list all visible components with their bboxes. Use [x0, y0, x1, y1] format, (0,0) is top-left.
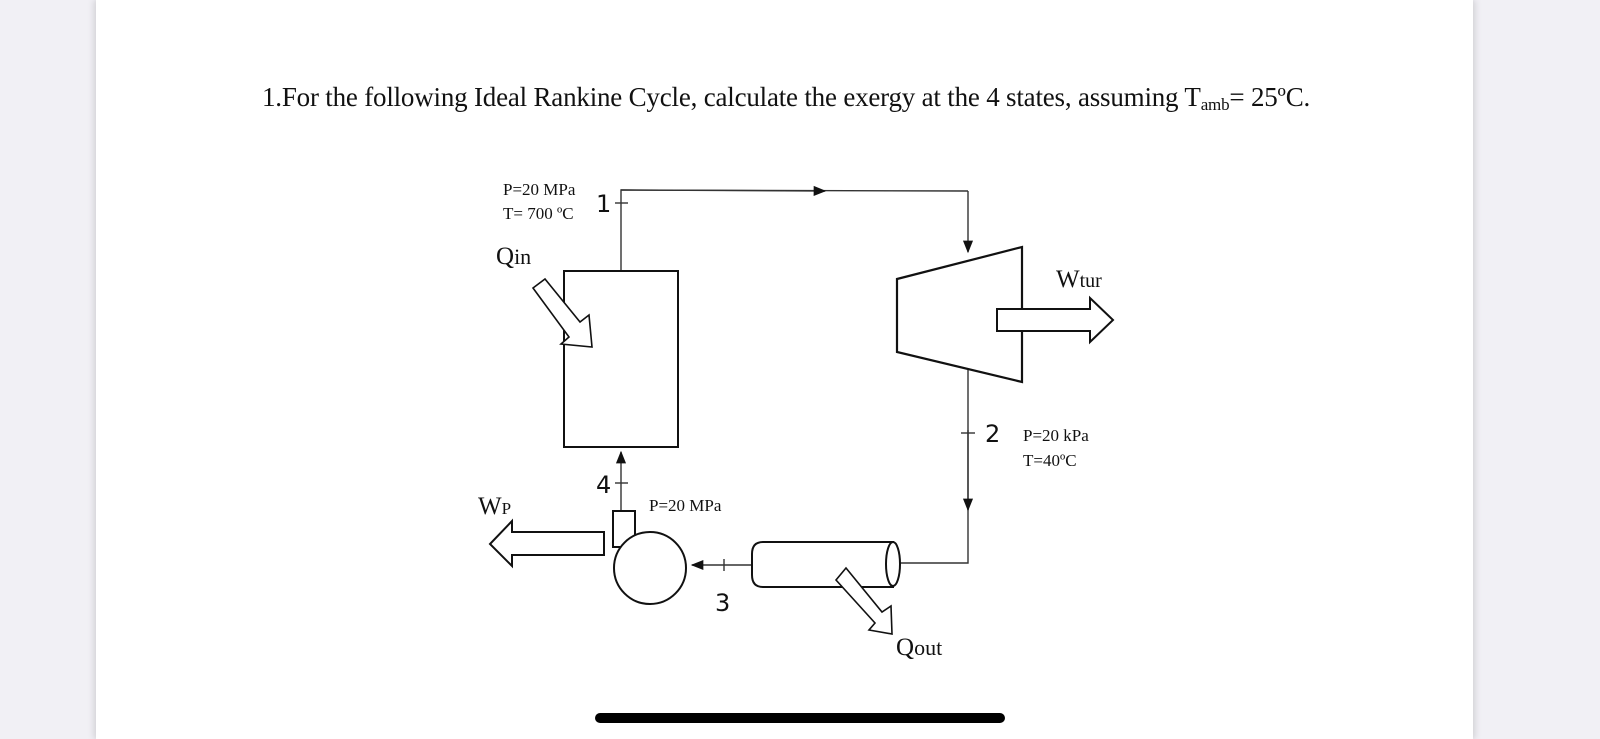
pump-work-arrow-icon [488, 518, 605, 569]
state-2-number: 2 [985, 420, 1000, 448]
pipe-1-to-turbine [620, 189, 969, 270]
question-suffix: = 25ºC. [1229, 82, 1311, 112]
home-indicator[interactable] [595, 713, 1005, 723]
state-4-pressure: P=20 MPa [649, 496, 722, 515]
state-4-number: 4 [596, 471, 611, 499]
question-text: 1.For the following Ideal Rankine Cycle,… [262, 82, 1310, 115]
state-1-number: 1 [596, 190, 611, 218]
pump-work-label: WP [478, 493, 511, 520]
document-page [96, 0, 1473, 739]
heat-out-label: Qout [896, 634, 942, 661]
state-2-temperature: T=40ºC [1023, 451, 1077, 470]
state-3-number: 3 [715, 589, 730, 617]
condenser [751, 541, 901, 588]
state-1-temperature: T= 700 ºC [503, 204, 574, 223]
state-2-pressure: P=20 kPa [1023, 426, 1089, 445]
turbine-work-label: Wtur [1056, 266, 1102, 293]
boiler [563, 270, 679, 448]
turbine-work-arrow-icon [996, 295, 1115, 345]
flow-arrow-top [620, 185, 827, 196]
pipe-2-to-condenser [893, 370, 969, 564]
question-subscript: amb [1200, 95, 1230, 114]
pipe-lines [615, 185, 975, 571]
question-prefix: 1.For the following Ideal Rankine Cycle,… [262, 82, 1201, 112]
pump [612, 510, 687, 605]
heat-in-label: Qin [496, 243, 531, 270]
state-1-pressure: P=20 MPa [503, 180, 576, 199]
heat-out-arrow-icon [834, 566, 893, 635]
turbine [895, 245, 1024, 384]
heat-in-arrow-icon [531, 277, 593, 348]
